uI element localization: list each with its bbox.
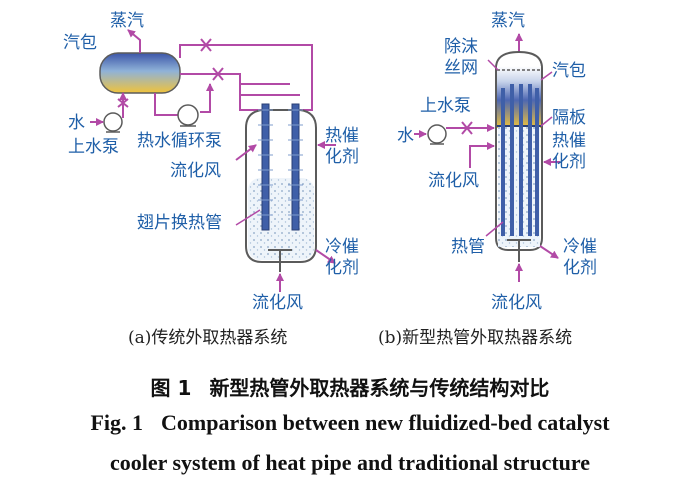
fig-a-circ-pipe [154,93,178,116]
fig-a-circulation-pump-label: 热水循环泵 [137,131,222,151]
fig-b-steam-label: 蒸汽 [491,11,525,31]
fig-b-demister-label: 除沫丝网 [444,37,478,78]
fig-a-supply-pipe [180,73,265,111]
fig-a-air-bottom-label: 流化风 [252,293,303,313]
caption-en-label: Fig. 1 [90,410,143,435]
fig-a-air-side-label: 流化风 [170,161,221,181]
fig-b-feed-pump-label: 上水泵 [420,96,471,116]
fig-a-circ-out-pipe [200,83,214,113]
fig-a-circulation-pump-icon [177,104,199,126]
fig-a-water-label: 水 [68,113,85,133]
fig-b-drum-pointer [540,71,553,81]
figure-caption-en-line2: cooler system of heat pipe and tradition… [0,450,700,476]
fig-a-header-pipe [240,83,300,96]
fig-b-graphic [414,33,560,282]
caption-en-line1: Comparison between new fluidized-bed cat… [161,410,610,435]
fig-a-finned-tube-2 [291,103,300,231]
fig-a-feed-pump-label: 上水泵 [68,137,119,157]
fig-a-steam-label: 蒸汽 [110,11,144,31]
fig-a-top-pipe [179,44,313,111]
fig-a-valve-top-icon [200,38,212,52]
fig-a-distributor [268,249,292,272]
fig-b-subcaption: (b)新型热管外取热器系统 [378,328,573,348]
fig-b-heat-pipe-label: 热管 [451,237,485,257]
fig-b-cold-catalyst-arrow [539,245,559,259]
fig-a-air-side-arrow [235,144,257,161]
fig-a-finned-tube-1 [261,103,270,231]
caption-cn-label: 图 1 [150,376,192,400]
fig-a-feed-pump-icon [103,112,123,132]
fig-a-steam-drum [99,52,181,94]
fig-a-catalyst-bed [248,178,314,260]
fig-a-valve-feed-icon [117,98,129,108]
fig-a-subcaption: (a)传统外取热器系统 [128,328,288,348]
fig-b-water-label: 水 [397,126,414,146]
figure-caption-cn: 图 1 新型热管外取热器系统与传统结构对比 [0,372,700,401]
caption-cn-text: 新型热管外取热器系统与传统结构对比 [209,376,550,400]
fig-b-air-bottom-label: 流化风 [491,293,542,313]
fig-b-heat-pipes [501,84,539,236]
fig-a-tube-pointer [235,209,261,226]
fig-a-cold-catalyst-label: 冷催化剂 [325,237,359,278]
fig-a-finned-tube-label: 翅片换热管 [137,213,222,233]
fig-a-valve-mid-icon [212,67,224,81]
fig-b-feed-pump-icon [427,124,447,144]
fig-b-distributor [507,239,531,262]
fig-a-drum-label: 汽包 [63,33,97,53]
figure-caption-en-line1: Fig. 1 Comparison between new fluidized-b… [0,410,700,436]
fig-a-graphic [90,29,336,292]
fig-b-valve-icon [461,121,473,135]
fig-a-hot-catalyst-label: 热催化剂 [325,126,359,167]
fig-b-air-side-label: 流化风 [428,171,479,191]
fig-b-cold-catalyst-label: 冷催化剂 [563,237,597,278]
fig-b-baffle-pointer [540,116,553,127]
fig-a-cold-catalyst-arrow [315,249,336,264]
fig-b-baffle-label: 隔板 [552,108,586,128]
fig-b-demister-pointer [487,59,499,71]
caption-en-line2: cooler system of heat pipe and tradition… [109,450,591,475]
fig-a-steam-arrow [127,29,141,53]
fig-b-pipe-pointer [485,221,504,237]
fig-b-drum-label: 汽包 [552,61,586,81]
fig-b-hot-catalyst-label: 热催化剂 [552,131,586,172]
fig-b-air-side-arrow [469,142,495,168]
